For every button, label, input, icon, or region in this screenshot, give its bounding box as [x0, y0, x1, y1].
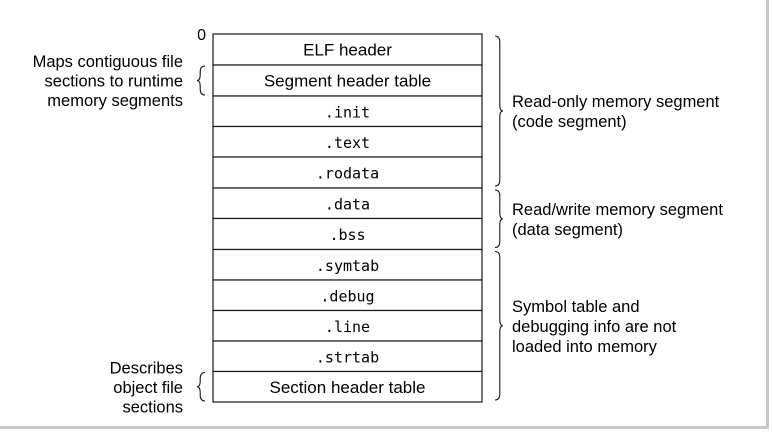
right-note-line: Symbol table and — [512, 298, 640, 316]
section-box — [212, 187, 483, 220]
section-label: .line — [325, 318, 370, 336]
section-box — [212, 248, 483, 281]
section-box — [212, 33, 483, 66]
origin-offset-label: 0 — [197, 27, 206, 44]
section-label: .data — [325, 195, 370, 213]
right-note-line: Read-only memory segment — [512, 93, 720, 111]
section-label: ELF header — [303, 41, 392, 60]
section-row: .text — [212, 125, 483, 158]
right-annotations: Read-only memory segment(code segment)Re… — [494, 35, 723, 401]
right-note-line: loaded into memory — [512, 338, 658, 356]
section-row: .strtab — [212, 340, 483, 373]
right-group: Symbol table and debugging info are not lo… — [494, 250, 677, 401]
section-row: .line — [212, 309, 483, 342]
right-group: Read-only memory segment (code segment) — [494, 35, 720, 187]
right-group: Read/write memory segment (data segment) — [494, 189, 723, 249]
left-note-line: sections to runtime — [45, 73, 183, 91]
section-box — [212, 95, 483, 128]
left-note-line: sections — [122, 398, 183, 416]
section-row: Section header table — [212, 370, 483, 403]
section-row: Segment header table — [212, 64, 483, 97]
section-label: .strtab — [316, 348, 379, 366]
left-brace — [196, 65, 206, 96]
section-row: .data — [212, 187, 483, 220]
section-label: .rodata — [316, 165, 379, 183]
left-note: Maps contiguous file sections to runtimem… — [33, 53, 206, 110]
right-brace — [494, 189, 504, 249]
left-note-line: Describes — [110, 359, 183, 377]
left-note-line: Maps contiguous file — [33, 53, 183, 71]
section-row: .init — [212, 95, 483, 128]
section-box — [212, 125, 483, 158]
section-label: .text — [325, 134, 370, 152]
left-brace — [196, 371, 206, 402]
section-label: Section header table — [270, 378, 426, 397]
section-row: .bss — [212, 217, 483, 251]
section-box — [212, 309, 483, 342]
section-box — [212, 340, 483, 373]
left-note-line: object file — [113, 379, 183, 397]
right-brace — [494, 250, 504, 401]
left-note-line: memory segments — [47, 92, 183, 110]
section-label: .symtab — [316, 257, 379, 275]
section-row: .rodata — [212, 156, 483, 189]
section-row: .symtab — [212, 248, 483, 281]
section-label: .init — [325, 103, 370, 121]
right-note-line: Read/write memory segment — [512, 201, 723, 219]
section-label: .bss — [329, 226, 365, 244]
right-brace — [494, 35, 504, 187]
right-note-line: (code segment) — [512, 113, 627, 131]
section-label: Segment header table — [264, 72, 431, 91]
section-row: ELF header — [212, 33, 483, 66]
left-annotations: Maps contiguous file sections to runtimem… — [33, 53, 206, 416]
right-note-line: debugging info are not — [512, 318, 677, 336]
section-row: .debug — [212, 279, 483, 312]
right-note-line: (data segment) — [512, 221, 623, 239]
section-box — [212, 64, 483, 97]
section-label: .debug — [320, 287, 374, 305]
section-box — [212, 370, 483, 403]
